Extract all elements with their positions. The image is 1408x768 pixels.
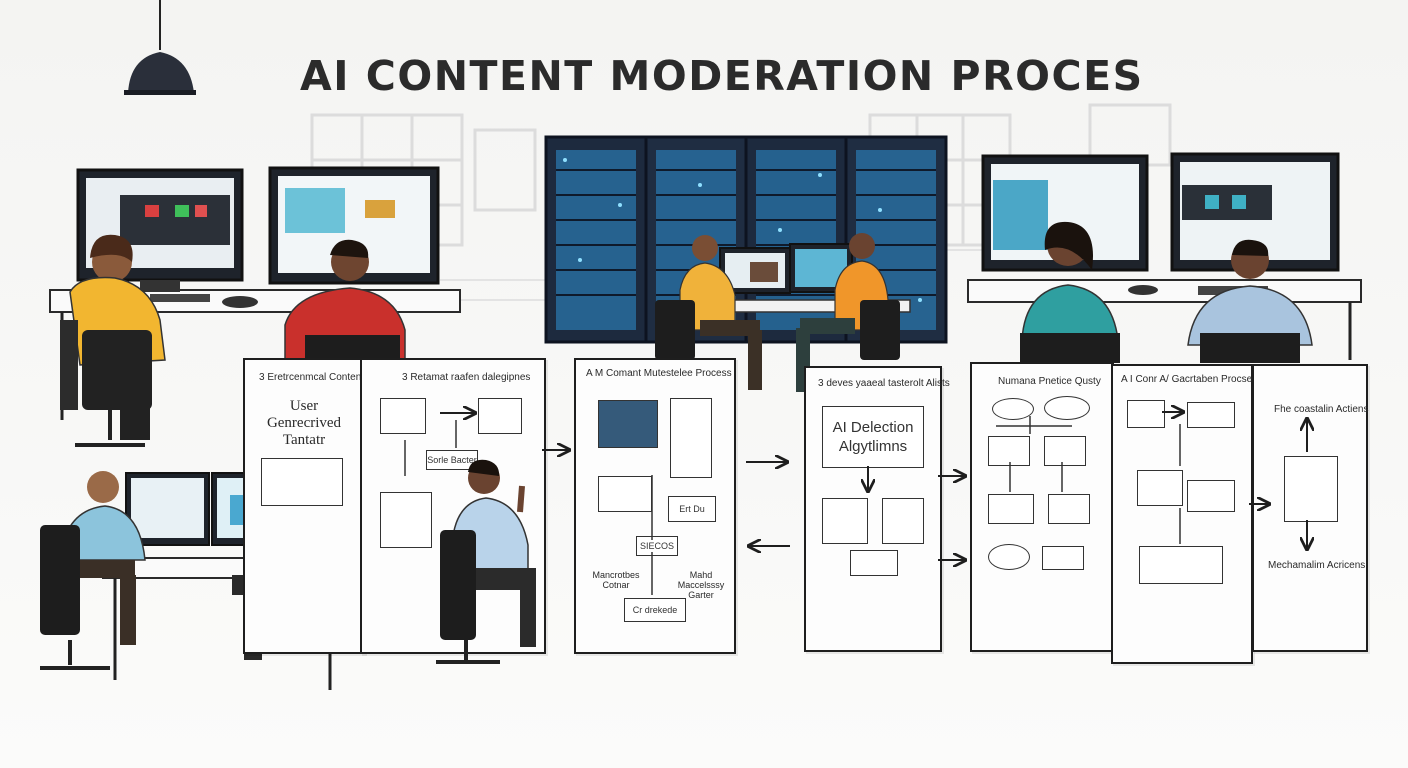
diagram-node bbox=[1139, 546, 1223, 584]
diagram-node bbox=[1284, 456, 1338, 522]
panel-heading: 3 deves yaaeal tasterolt Alists bbox=[818, 378, 950, 389]
diagram-node bbox=[478, 398, 522, 434]
diagram-node bbox=[992, 398, 1034, 420]
panel-heading: A I Conr A/ Gacrtaben Procses bbox=[1121, 374, 1258, 385]
diagram-node bbox=[882, 498, 924, 544]
diagram-note: Mahd Maccelsssy Garter bbox=[677, 570, 725, 600]
diagram-node: Sorle Bacter bbox=[426, 450, 478, 470]
panel-thumbnail bbox=[261, 458, 343, 506]
diagram-form bbox=[670, 398, 712, 478]
diagram-node bbox=[1044, 436, 1086, 466]
panel-feature-guidelines: 3 Retamat raafen dalegipnes Sorle Bacter bbox=[360, 358, 546, 654]
diagram-node bbox=[850, 550, 898, 576]
panel-footer: Mechamalim Acricens bbox=[1268, 560, 1366, 571]
panel-user-content: 3 Eretrcenmcal Content User Genrecrived … bbox=[243, 358, 365, 654]
diagram-image bbox=[598, 400, 658, 448]
diagram-node bbox=[380, 398, 426, 434]
diagram-node: SIECOS bbox=[636, 536, 678, 556]
diagram-node bbox=[598, 476, 652, 512]
diagram-node bbox=[988, 436, 1030, 466]
diagram-node bbox=[1042, 546, 1084, 570]
page-title: AI CONTENT MODERATION PROCES bbox=[300, 52, 1144, 100]
diagram-node bbox=[822, 498, 868, 544]
diagram-node: Cr drekede bbox=[624, 598, 686, 622]
diagram-node: Ert Du bbox=[668, 496, 716, 522]
panel-detection-algorithms: 3 deves yaaeal tasterolt Alists AI Delec… bbox=[804, 366, 950, 652]
diagram-node bbox=[1044, 396, 1090, 420]
diagram-node bbox=[988, 494, 1034, 524]
panel-human-practice-quality: Numana Pnetice Qusty bbox=[970, 362, 1114, 652]
diagram-node bbox=[380, 492, 432, 548]
diagram-node bbox=[1048, 494, 1090, 524]
panel-ai-content-process: A I Conr A/ Gacrtaben Procses bbox=[1111, 364, 1257, 664]
panel-heading: Numana Pnetice Qusty bbox=[998, 376, 1101, 387]
panel-heading: 3 Eretrcenmcal Content bbox=[259, 372, 365, 383]
panel-resolution-actions: Fhe coastalin Actiens Mechamalim Acricen… bbox=[1252, 364, 1369, 652]
panel-moderation-process: A M Comant Mutestelee Process Ert Du SIE… bbox=[574, 358, 736, 654]
diagram-node: AI Delection Algytlimns bbox=[822, 406, 924, 468]
diagram-node bbox=[1127, 400, 1165, 428]
diagram-note: Mancrotbes Cotnar bbox=[592, 570, 640, 590]
diagram-node bbox=[1187, 480, 1235, 512]
panel-heading: Fhe coastalin Actiens bbox=[1274, 404, 1369, 415]
panel-body: User Genrecrived Tantatr bbox=[266, 398, 342, 448]
diagram-node bbox=[1137, 470, 1183, 506]
panel-heading: A M Comant Mutestelee Process bbox=[586, 368, 732, 379]
diagram-node bbox=[988, 544, 1030, 570]
panel-heading: 3 Retamat raafen dalegipnes bbox=[402, 372, 531, 383]
pendant-lamp-icon bbox=[124, 0, 196, 95]
diagram-node bbox=[1187, 402, 1235, 428]
